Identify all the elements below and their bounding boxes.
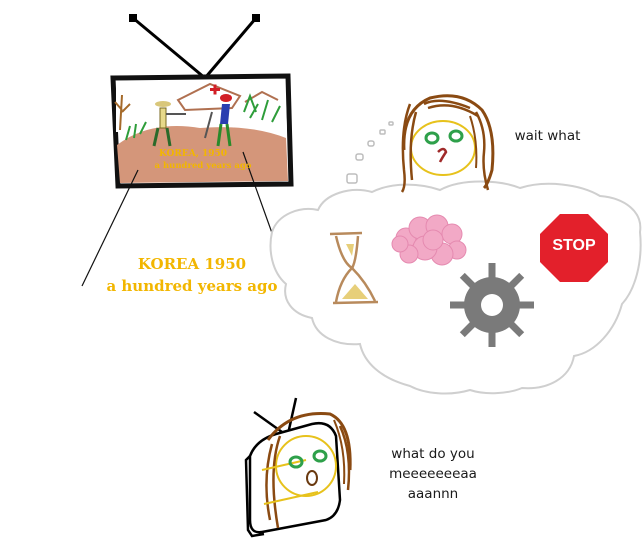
brain-icon — [391, 214, 467, 266]
final-speech-line-2: meeeeeeeaa — [389, 466, 477, 482]
thought-reaction-text: wait what — [514, 128, 581, 144]
tv-set — [110, 14, 294, 189]
stop-sign-label: STOP — [552, 237, 596, 254]
gear-tooth — [459, 272, 477, 290]
tv-caption-line-1: KOREA, 1950 — [158, 149, 228, 159]
hourglass-icon — [329, 231, 379, 305]
zoom-caption-line-2: a hundred years ago — [106, 277, 278, 295]
tv-caption-line-2: a hundred years ago — [154, 161, 252, 171]
tv-head-antenna-right — [286, 397, 298, 435]
thought-trail — [346, 121, 394, 184]
mouth — [437, 147, 448, 163]
soldier-left — [152, 101, 186, 147]
final-speech-line-3: aaannn — [407, 486, 459, 502]
hair-back — [402, 94, 495, 190]
zoom-caption-line-1: KOREA 1950 — [137, 255, 247, 273]
gear-icon — [450, 263, 534, 347]
gear-tooth — [459, 320, 477, 338]
tv-head-eye-left — [288, 455, 304, 469]
tv-head-eye-right — [312, 449, 328, 463]
gear-tooth — [507, 272, 525, 290]
tv-antenna-right — [203, 17, 258, 79]
thought-cloud — [269, 180, 642, 395]
tv-head-mouth — [306, 470, 318, 486]
tv-antenna-left — [132, 16, 206, 80]
zoom-line-left — [81, 169, 139, 287]
tv-head — [244, 397, 352, 538]
eye-left — [424, 131, 440, 145]
thinking-girl — [400, 94, 495, 193]
tv-ground — [117, 126, 288, 183]
final-speech-line-1: what do you — [391, 446, 475, 462]
eye-right — [448, 129, 464, 143]
gear-tooth — [507, 320, 525, 338]
soldier-right — [204, 94, 232, 147]
stop-sign-icon — [540, 214, 608, 282]
zoom-line-right — [242, 151, 273, 234]
